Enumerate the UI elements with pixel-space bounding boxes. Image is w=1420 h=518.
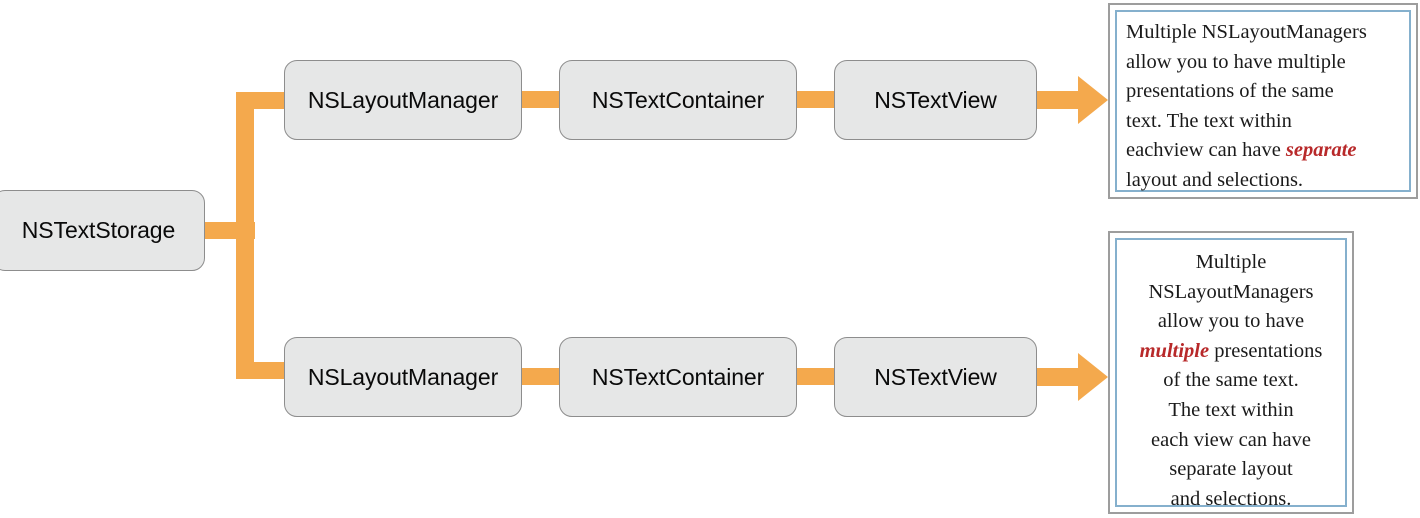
preview-line: presentations of the same bbox=[1126, 77, 1400, 107]
preview-text: eachview can have bbox=[1126, 139, 1286, 162]
connector-bottom-lm-to-container bbox=[516, 368, 566, 385]
connector-bottom-branch bbox=[236, 362, 292, 379]
node-nstextstorage[interactable]: NSTextStorage bbox=[0, 190, 205, 271]
node-bottom-nslayoutmanager[interactable]: NSLayoutManager bbox=[284, 337, 522, 417]
text-preview-top[interactable]: Multiple NSLayoutManagers allow you to ha… bbox=[1108, 3, 1418, 199]
preview-text: Multiple NSLayoutManagers bbox=[1126, 21, 1367, 43]
preview-line: each view can have bbox=[1123, 426, 1339, 456]
preview-line: The text within bbox=[1123, 396, 1339, 426]
preview-text: allow you to have bbox=[1157, 310, 1305, 333]
preview-text: text. The text within bbox=[1126, 109, 1292, 132]
preview-text: each view can have bbox=[1151, 428, 1311, 451]
preview-highlight: separate bbox=[1285, 139, 1357, 162]
preview-line: allow you to have bbox=[1123, 307, 1339, 337]
text-preview-top-content: Multiple NSLayoutManagers allow you to ha… bbox=[1115, 10, 1411, 192]
preview-line: layout and selections. bbox=[1126, 166, 1400, 196]
connector-top-container-to-view bbox=[790, 91, 840, 108]
preview-highlight: multiple bbox=[1139, 339, 1210, 362]
preview-line: of the same text. bbox=[1123, 366, 1339, 396]
preview-text: NSLayoutManagers bbox=[1148, 280, 1314, 303]
arrow-top-to-preview bbox=[1032, 72, 1108, 128]
connector-top-lm-to-container bbox=[516, 91, 566, 108]
preview-line: Multiple NSLayoutManagers bbox=[1126, 18, 1400, 48]
preview-line: eachview can have separate bbox=[1126, 136, 1400, 166]
preview-text: allow you to have multiple bbox=[1126, 50, 1346, 73]
node-bottom-nstextcontainer[interactable]: NSTextContainer bbox=[559, 337, 797, 417]
preview-line: NSLayoutManagers bbox=[1123, 278, 1339, 308]
connector-vertical-stem bbox=[236, 92, 254, 379]
preview-text: separate layout bbox=[1169, 458, 1293, 481]
preview-text: The text within bbox=[1168, 398, 1294, 421]
preview-text: of the same text. bbox=[1163, 369, 1299, 392]
preview-text: and selections. bbox=[1170, 487, 1292, 510]
connector-top-branch bbox=[236, 92, 292, 109]
node-top-nstextcontainer[interactable]: NSTextContainer bbox=[559, 60, 797, 140]
preview-text: layout and selections. bbox=[1126, 168, 1304, 191]
arrow-bottom-to-preview bbox=[1032, 349, 1108, 405]
preview-line: Multiple bbox=[1123, 248, 1339, 278]
node-bottom-nstextview[interactable]: NSTextView bbox=[834, 337, 1037, 417]
node-top-nstextview[interactable]: NSTextView bbox=[834, 60, 1037, 140]
preview-line: allow you to have multiple bbox=[1126, 48, 1400, 78]
preview-line: text. The text within bbox=[1126, 107, 1400, 137]
connector-bottom-container-to-view bbox=[790, 368, 840, 385]
preview-line: multiple presentations bbox=[1123, 337, 1339, 367]
preview-line: and selections. bbox=[1123, 485, 1339, 515]
preview-text: presentations bbox=[1209, 339, 1323, 362]
preview-line: separate layout bbox=[1123, 455, 1339, 485]
preview-text: Multiple bbox=[1195, 251, 1267, 273]
preview-text: presentations of the same bbox=[1126, 80, 1334, 103]
node-top-nslayoutmanager[interactable]: NSLayoutManager bbox=[284, 60, 522, 140]
